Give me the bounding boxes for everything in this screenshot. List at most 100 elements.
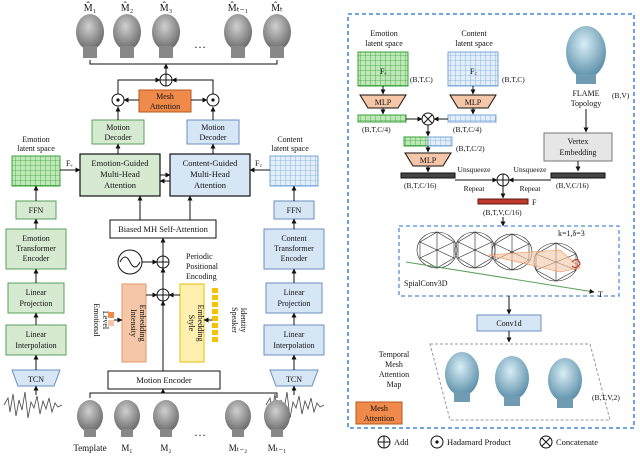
emotional-level-l1: Emotional: [92, 303, 101, 337]
tcn-right-label: TCN: [286, 375, 302, 384]
add-op-top: [159, 73, 173, 87]
mlp-emotion: [359, 94, 407, 109]
mlp-content: [449, 94, 497, 109]
linear-projection-right: [265, 282, 323, 314]
right-fc: F꜀: [470, 67, 477, 76]
linear-projection-right-l2: Projection: [278, 299, 311, 308]
add-op-periodic: [156, 255, 170, 269]
unsqueeze-left-l2: Repeat: [464, 184, 486, 193]
mlp-content-label: MLP: [465, 98, 482, 107]
temporal-l2: Mesh: [385, 360, 403, 369]
temporal-l4: Map: [387, 380, 402, 389]
waveform-right: [265, 391, 325, 419]
output-heads: [76, 14, 291, 58]
top-label-5: M̂ₜ: [271, 1, 283, 14]
left-content-latent-l1: Content: [277, 135, 303, 144]
motion-decoder-left: [91, 119, 145, 145]
legend-hadamard-label: Hadamard Product: [447, 437, 512, 447]
legend-add-label: Add: [394, 437, 409, 447]
intensity-embedding-l1: Intensity: [129, 309, 138, 337]
content-guided-l3: Attention: [194, 180, 227, 190]
mesh-attention-box: [138, 89, 192, 113]
ffn-left-label: FFN: [29, 206, 44, 215]
content-c4-vector: [447, 114, 497, 123]
top-label-4: M̂ₜ₋₁: [228, 1, 249, 14]
right-fe: Fₑ: [380, 67, 387, 76]
right-emotion-latent-l1: Emotion: [370, 29, 398, 38]
tcn-left: [11, 369, 61, 387]
right-content-latent-l2: latent space: [455, 39, 493, 48]
flame-l2: Topology: [571, 99, 602, 108]
content-guided-l2: Multi-Head: [190, 169, 230, 179]
top-label-3: M̂₃: [160, 1, 172, 14]
right-f: F: [532, 198, 537, 207]
add-op-fusion: [496, 173, 510, 187]
hadamard-op-left: [111, 93, 125, 107]
bottom-label-template: Template: [73, 443, 106, 453]
right-bvc16: (B,V,C/16): [556, 181, 589, 190]
vertex-embedding-l2: Embedding: [560, 148, 597, 157]
motion-decoder-left-l1: Motion: [106, 123, 130, 132]
intensity-embedding-l2: Embedding: [138, 305, 147, 342]
emotion-guided-l2: Multi-Head: [100, 169, 140, 179]
legend-concat-icon: [539, 435, 553, 449]
f-vector: [477, 198, 529, 205]
linear-interpolation-left: [5, 324, 67, 356]
spiral-region: [487, 249, 581, 273]
right-emotion-latent-l2: latent space: [365, 39, 403, 48]
linear-projection-right-l1: Linear: [284, 288, 305, 297]
right-btc16: (B,T,C/16): [404, 181, 437, 190]
flame-l1: FLAME: [572, 89, 599, 98]
right-mesh-attention-box: [355, 401, 403, 425]
tcn-left-label: TCN: [28, 375, 44, 384]
content-transformer-l3: Encoder: [281, 254, 308, 263]
vertex-embedding: [543, 132, 613, 162]
mesh-attention-label-1: Mesh: [156, 92, 174, 101]
right-btv2: (B,T,V,2): [592, 393, 620, 402]
linear-interp-left-l2: Interpolation: [15, 341, 56, 350]
linear-projection-left-l1: Linear: [26, 288, 47, 297]
biased-mh-label: Biased MH Self-Attention: [118, 224, 208, 234]
legend-add-icon: [377, 435, 391, 449]
bottom-label-mt1: Mₜ₋₁: [268, 443, 287, 453]
temporal-l1: Temporal: [379, 350, 410, 359]
linear-interp-left-l1: Linear: [26, 330, 47, 339]
fusion-c16-vector: [400, 172, 456, 179]
unsqueeze-left-l1: Unsqueeze: [458, 165, 492, 174]
conv1d-label: Conv1d: [496, 319, 521, 328]
linear-projection-left-l2: Projection: [20, 299, 53, 308]
style-embedding-l1: Style: [187, 315, 196, 332]
spiral-icon: [571, 258, 581, 269]
right-btc-right: (B,T,C): [502, 75, 525, 84]
flame-head-icon: [566, 26, 606, 84]
spiral-label: SpialConv3D: [404, 279, 448, 288]
mesh-attention-label-2: Attention: [150, 102, 180, 111]
top-label-1: M̂₁: [84, 1, 96, 14]
emotion-guided-attention: [79, 153, 161, 197]
speaker-identity-l1: Speaker: [230, 307, 239, 333]
right-content-latent-l1: Content: [461, 29, 487, 38]
content-guided-attention: [169, 153, 251, 197]
emotion-transformer-l1: Emotion: [22, 234, 50, 243]
top-label-2: M̂₂: [121, 1, 133, 14]
speaker-identity-l2: Identity: [239, 308, 248, 333]
emotion-transformer-l2: Transformer: [16, 244, 56, 253]
content-transformer-encoder: [263, 228, 325, 270]
attention-map-heads: [429, 343, 611, 421]
periodic-l3: Encoding: [186, 272, 217, 281]
hadamard-op-right: [206, 93, 220, 107]
unsqueeze-right-l2: Repeat: [520, 184, 542, 193]
left-emotion-latent-grid: [11, 155, 61, 187]
top-ellipsis: …: [194, 37, 206, 51]
linear-projection-left: [7, 282, 65, 314]
motion-decoder-right-l1: Motion: [201, 123, 225, 132]
style-embedding: [179, 283, 205, 363]
right-btvc16: (B,T,V,C/16): [483, 208, 522, 217]
bottom-label-m1: M₁: [121, 443, 132, 453]
motion-decoder-left-l2: Decoder: [104, 133, 131, 142]
mesh-attention-panel: [347, 13, 635, 429]
mlp-fusion: [404, 152, 452, 167]
speaker-identity-vector: [212, 288, 218, 342]
content-transformer-l2: Transformer: [274, 244, 314, 253]
add-op-embedding: [156, 288, 170, 302]
